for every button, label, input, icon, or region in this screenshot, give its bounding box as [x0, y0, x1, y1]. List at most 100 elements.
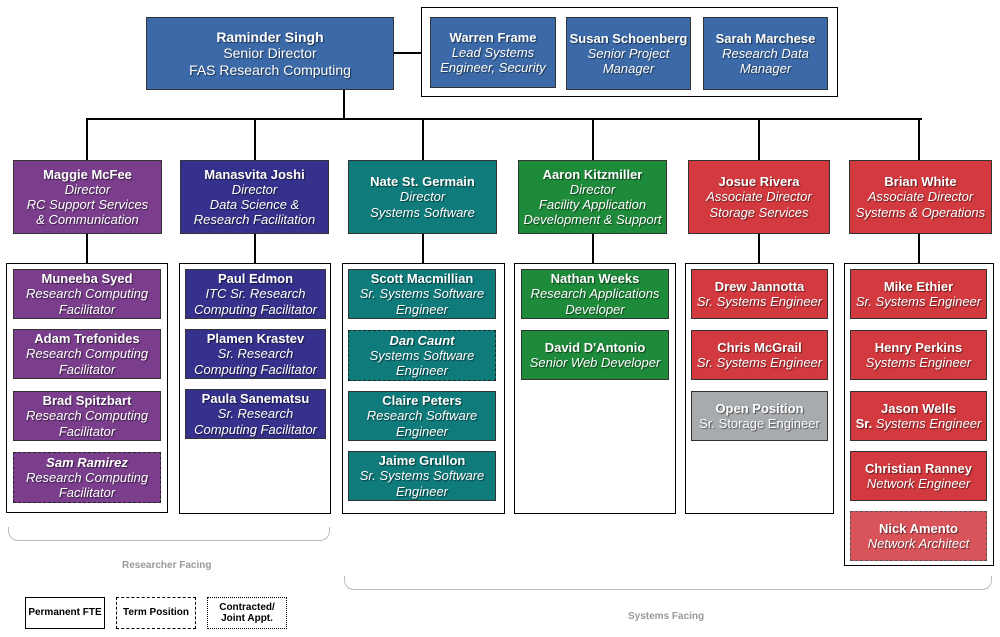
person-title: Computing Facilitator [194, 421, 317, 437]
person-title: Network Architect [867, 536, 970, 551]
person-name: Manasvita Joshi [204, 166, 305, 182]
staff-box: Brad Spitzbart Research Computing Facili… [13, 391, 161, 441]
person-name: Jaime Grullon [378, 453, 466, 469]
person-title: Research Data [722, 45, 809, 61]
person-title: Data Science & [209, 197, 300, 212]
person-title: Facilitator [58, 423, 116, 439]
staff-box: Warren Frame Lead Systems Engineer, Secu… [430, 17, 556, 88]
person-title: Systems Software [369, 347, 475, 363]
person-title: & Communication [36, 212, 139, 228]
person-name: Maggie McFee [43, 166, 132, 182]
person-title: Systems & Operations [855, 204, 986, 220]
person-title: Senior Project [587, 45, 670, 61]
person-title: Manager [739, 61, 792, 77]
person-title: FAS Research Computing [189, 61, 351, 78]
person-title: Sr. Systems Engineer [696, 355, 823, 370]
legend-label: Permanent FTE [28, 607, 102, 619]
connector-line [422, 234, 424, 264]
connector-line [254, 118, 256, 160]
staff-box: David D'Antonio Senior Web Developer [521, 330, 669, 380]
person-title: Engineer [395, 483, 449, 499]
legend-term: Term Position [116, 597, 196, 629]
person-title: Facilitator [58, 361, 116, 377]
staff-box-term: Sam Ramirez Research Computing Facilitat… [13, 452, 161, 503]
connector-line [86, 118, 88, 160]
person-title: Lead Systems [451, 44, 535, 60]
connector-line [393, 52, 421, 54]
person-title: Research Applications [530, 286, 660, 302]
person-title: Facility Application [538, 197, 647, 212]
person-name: Brad Spitzbart [42, 393, 132, 409]
person-title: Sr. Systems Software [359, 286, 485, 302]
staff-box: Susan Schoenberg Senior Project Manager [566, 17, 691, 90]
person-title: Research Software [366, 408, 478, 424]
person-name: Adam Trefonides [34, 331, 140, 347]
staff-box: Adam Trefonides Research Computing Facil… [13, 329, 161, 379]
legend-label: Joint Appt. [221, 613, 273, 624]
staff-box: Jason Wells Sr. Systems Engineer [850, 391, 987, 441]
person-title: Systems Engineer [875, 416, 982, 431]
person-title: Developer [565, 301, 625, 317]
connector-line [918, 118, 920, 160]
person-title: Research Computing [25, 286, 149, 302]
person-title: ITC Sr. Research [205, 286, 306, 302]
senior-director-box: Raminder Singh Senior Director FAS Resea… [146, 17, 394, 90]
person-name: Sarah Marchese [715, 30, 816, 46]
connector-line [422, 118, 424, 160]
person-name: Dan Caunt [389, 332, 455, 348]
director-box: Brian White Associate Director Systems &… [849, 160, 992, 234]
person-title: Senior Director [223, 45, 317, 62]
person-title: Facilitator [58, 485, 116, 501]
director-box: Maggie McFee Director RC Support Service… [13, 160, 162, 234]
person-name: Christian Ranney [865, 460, 972, 476]
person-title: Development & Support [523, 212, 662, 228]
person-title: Computing Facilitator [194, 361, 317, 377]
connector-line [758, 118, 760, 160]
connector-line [758, 234, 760, 264]
person-title: Sr. Research [217, 406, 294, 422]
staff-box: Scott Macmillian Sr. Systems Software En… [348, 269, 496, 319]
person-name: Mike Ethier [883, 278, 954, 294]
staff-box: Jaime Grullon Sr. Systems Software Engin… [348, 451, 496, 501]
person-title: Computing Facilitator [194, 301, 317, 317]
staff-box: Chris McGrail Sr. Systems Engineer [691, 330, 828, 380]
person-name: Nate St. Germain [370, 174, 475, 190]
connector-line [86, 118, 922, 120]
connector-line [343, 90, 345, 120]
person-name: Henry Perkins [874, 339, 963, 355]
person-title: Senior Web Developer [529, 355, 661, 370]
connector-line [592, 118, 594, 160]
staff-box: Sarah Marchese Research Data Manager [703, 17, 828, 90]
staff-box: Henry Perkins Systems Engineer [850, 330, 987, 380]
person-title: Storage Services [709, 204, 809, 220]
person-name: Nathan Weeks [550, 271, 640, 287]
legend-label: Contracted/ [219, 601, 275, 613]
person-name: Drew Jannotta [714, 278, 805, 294]
person-name: Open Position [715, 400, 804, 416]
person-name: Scott Macmillian [370, 271, 474, 287]
connector-line [86, 234, 88, 264]
person-title: Research Computing [25, 408, 149, 424]
researcher-facing-label: Researcher Facing [122, 560, 212, 571]
person-title: Engineer [395, 301, 449, 317]
person-title: Associate Director [706, 189, 812, 205]
person-title: RC Support Services [26, 197, 149, 212]
connector-line [918, 234, 920, 264]
director-box: Aaron Kitzmiller Director Facility Appli… [518, 160, 667, 234]
person-name: Plamen Krastev [206, 331, 305, 347]
person-name: Josue Rivera [718, 174, 800, 190]
person-name: Susan Schoenberg [569, 30, 688, 46]
person-name: Muneeba Syed [41, 271, 133, 287]
person-title: Research Computing [25, 469, 149, 485]
staff-box: Mike Ethier Sr. Systems Engineer [850, 269, 987, 319]
staff-box-contracted: Nick Amento Network Architect [850, 511, 987, 561]
person-title: Research Computing [25, 346, 149, 362]
person-title: Associate Director [867, 189, 974, 205]
open-position-box: Open Position Sr. Storage Engineer [691, 391, 828, 441]
legend-permanent: Permanent FTE [25, 597, 105, 629]
person-name: Warren Frame [449, 29, 537, 45]
staff-box: Drew Jannotta Sr. Systems Engineer [691, 269, 828, 319]
person-title: Sr. Storage Engineer [699, 416, 820, 431]
person-name: Claire Peters [382, 393, 462, 409]
person-title-prefix: Sr. [855, 416, 873, 431]
